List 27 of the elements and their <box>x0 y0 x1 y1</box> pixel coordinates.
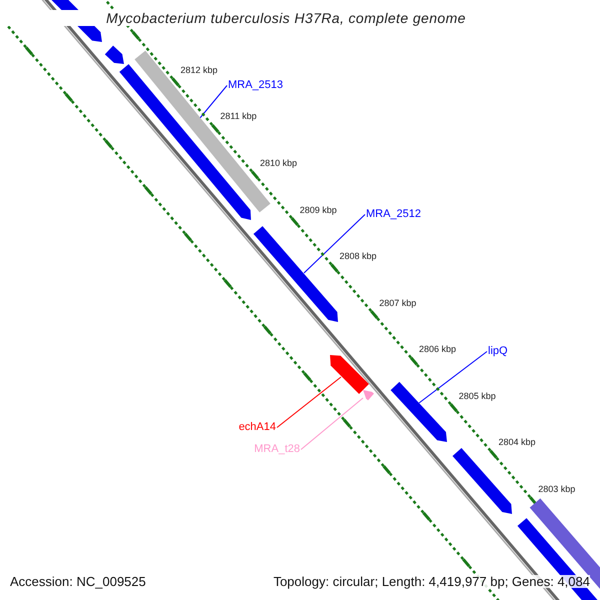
tick-label: 2805 kbp <box>458 392 496 401</box>
gene-feature <box>390 382 447 442</box>
gene-feature <box>363 390 374 400</box>
tick-label: 2807 kbp <box>379 298 416 308</box>
tick-label: 2803 kbp <box>538 484 576 494</box>
gene-label: echA14 <box>238 422 276 433</box>
gene-label: MRA_2512 <box>366 209 422 220</box>
gene-label: MRA_t28 <box>254 444 300 455</box>
footer-note: Topology: circular; Length: 4,419,977 bp; Genes: 4,084 <box>273 575 590 588</box>
leader-line <box>276 376 342 428</box>
leader-line <box>418 351 488 404</box>
leader-line <box>200 85 228 118</box>
gene-feature <box>330 355 369 394</box>
footer-note: Accession: NC_009525 <box>10 575 146 588</box>
gene-feature <box>452 448 512 514</box>
leader-line <box>304 214 366 274</box>
tick-label: 2804 kbp <box>498 438 536 448</box>
gene-label: lipQ <box>488 346 508 357</box>
leader-line <box>300 398 364 450</box>
gene-feature <box>253 226 338 322</box>
tick-label: 2810 kbp <box>260 159 298 168</box>
gene-feature <box>104 46 124 64</box>
tick-label: 2811 kbp <box>220 112 257 122</box>
tick-label: 2809 kbp <box>300 206 337 215</box>
gene-label: MRA_2513 <box>228 80 284 91</box>
tick-label: 2812 kbp <box>180 66 218 75</box>
tick-label: 2806 kbp <box>418 345 456 354</box>
